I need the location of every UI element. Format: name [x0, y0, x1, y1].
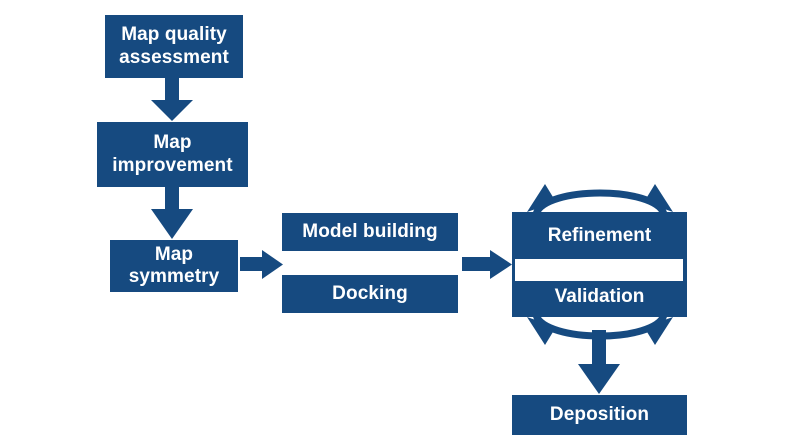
node-refinement-label: Refinement: [547, 224, 652, 246]
arrow-cycle-to-deposition-icon: [578, 330, 620, 394]
node-map-quality-assessment: Map quality assessment: [105, 15, 243, 78]
node-map-quality-assessment-label: Map quality assessment: [119, 24, 229, 68]
arrow-building-to-cycle-icon: [462, 250, 512, 279]
node-model-building: Model building: [282, 213, 458, 251]
node-docking: Docking: [282, 275, 458, 313]
arrow-improvement-to-symmetry-icon: [151, 187, 193, 239]
arrow-symmetry-to-building-icon: [240, 250, 283, 279]
node-validation-label: Validation: [554, 286, 645, 307]
arc-refinement-to-validation-top-icon: [532, 189, 668, 216]
arrow-assessment-to-improvement-icon: [151, 78, 193, 121]
node-refinement-validation-cycle: Refinement Validation: [512, 212, 687, 317]
node-docking-label: Docking: [332, 282, 408, 304]
node-refinement: Refinement: [512, 212, 687, 259]
node-map-symmetry: Map symmetry: [110, 240, 238, 292]
arc-bottom-arrowheads-icon: [527, 317, 673, 345]
node-map-improvement-label: Map improvement: [112, 132, 233, 176]
node-model-building-label: Model building: [302, 220, 438, 242]
node-deposition: Deposition: [512, 395, 687, 435]
node-deposition-label: Deposition: [549, 403, 650, 425]
node-map-improvement: Map improvement: [97, 122, 248, 187]
cycle-divider-gap: [515, 259, 683, 281]
node-map-symmetry-label: Map symmetry: [128, 243, 220, 287]
arc-top-arrowheads-icon: [527, 184, 673, 212]
